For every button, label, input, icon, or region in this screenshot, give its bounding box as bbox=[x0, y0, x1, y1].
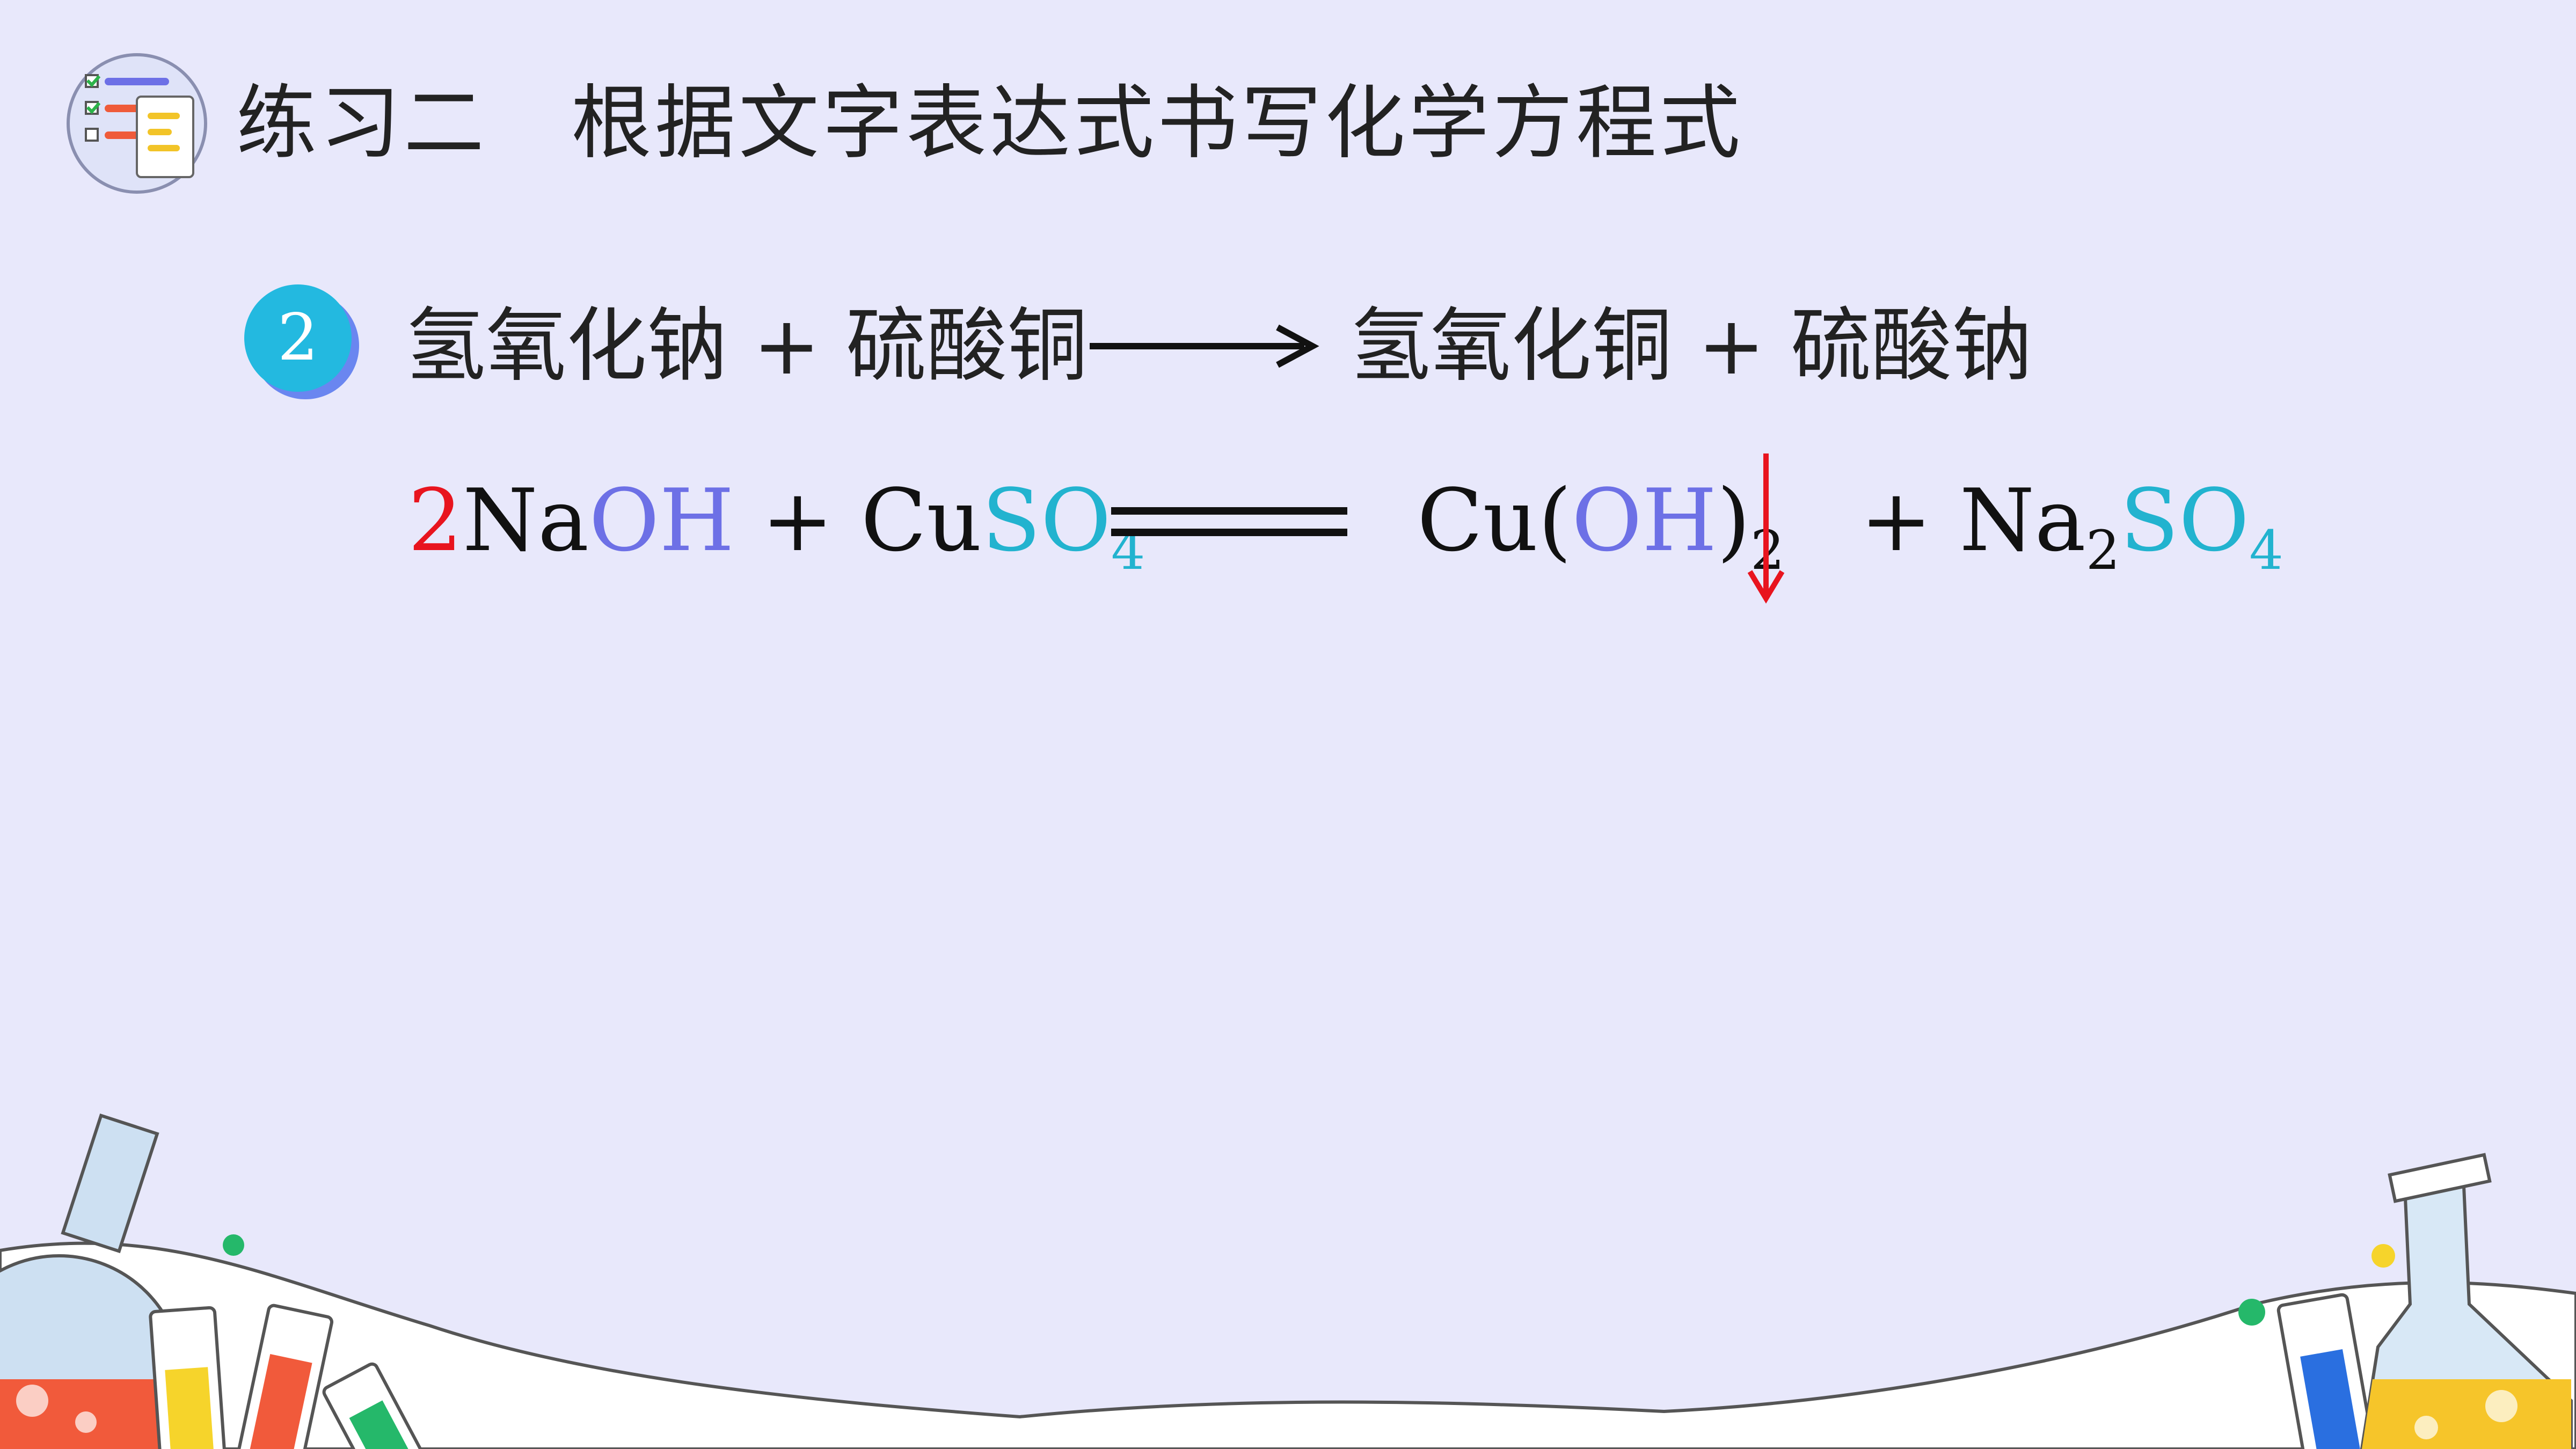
page-title: 练习二 根据文字表达式书写化学方程式 bbox=[236, 77, 1744, 170]
hydroxide-group: OH bbox=[1571, 470, 1717, 570]
sodium-part: + Na2 bbox=[1833, 470, 2120, 582]
hydroxide-group: OH bbox=[589, 470, 734, 570]
checklist-icon bbox=[67, 53, 207, 194]
chemical-equation-products: Cu(OH)2 + Na2SO4 bbox=[1417, 470, 2283, 582]
problem-number-badge: 2 bbox=[244, 284, 352, 392]
precipitate-arrow-icon bbox=[1747, 453, 1785, 604]
copper-symbol: Cu bbox=[860, 470, 982, 570]
word-equation-products: 氢氧化铜 + 硫酸钠 bbox=[1350, 299, 2033, 393]
sodium-symbol: Na bbox=[462, 470, 589, 570]
reaction-arrow-icon bbox=[1090, 324, 1319, 368]
copper-symbol: Cu( bbox=[1417, 470, 1572, 570]
word-equation-reactants: 氢氧化钠 + 硫酸铜 bbox=[405, 299, 1088, 393]
equals-sign-icon bbox=[1111, 507, 1347, 536]
test-tube-icon bbox=[149, 1304, 425, 1449]
beaker-icon bbox=[2238, 1153, 2573, 1449]
lab-decoration bbox=[0, 1113, 2576, 1449]
coefficient: 2 bbox=[408, 470, 463, 570]
plus-sign: + bbox=[734, 470, 861, 570]
sulfate-group: SO4 bbox=[2120, 470, 2283, 582]
chemical-equation-reactants: 2NaOH + CuSO4 bbox=[408, 467, 1145, 577]
